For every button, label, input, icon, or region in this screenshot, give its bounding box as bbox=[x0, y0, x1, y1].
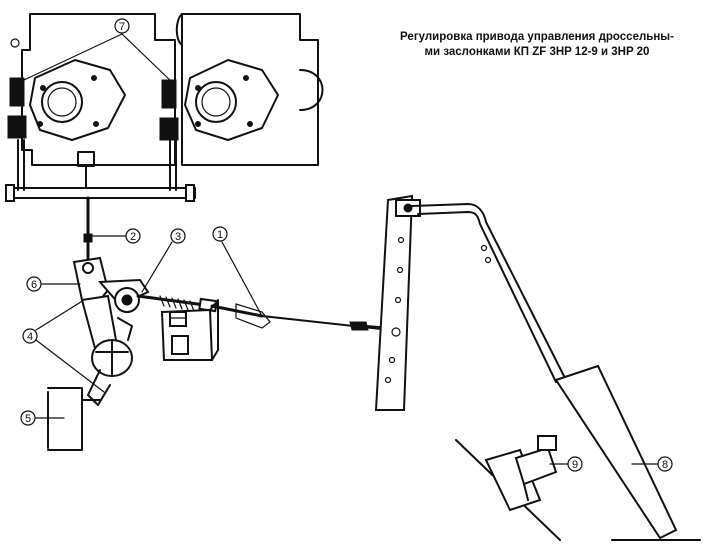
callout-5-label: 5 bbox=[25, 413, 31, 425]
callout-3-label: 3 bbox=[175, 231, 181, 243]
connecting-rod bbox=[83, 196, 93, 264]
callout-8: 8 bbox=[631, 456, 673, 472]
callout-3: 3 bbox=[141, 228, 186, 293]
throttle-cable bbox=[210, 303, 393, 331]
throttle-cable-adjuster bbox=[136, 294, 218, 313]
accelerator-pedal-arm bbox=[411, 203, 678, 540]
diagram-caption: Регулировка привода управления дроссельн… bbox=[372, 30, 702, 60]
callout-7: 7 bbox=[23, 18, 175, 85]
callout-8-label: 8 bbox=[662, 459, 668, 471]
callout-1: 1 bbox=[212, 226, 263, 317]
callout-6: 6 bbox=[26, 276, 81, 292]
cross-shaft bbox=[5, 151, 196, 202]
pedal-hanger bbox=[374, 194, 421, 411]
callout-9: 9 bbox=[549, 456, 583, 472]
carburettor-left bbox=[7, 13, 176, 191]
caption-line-1: Регулировка привода управления дроссельн… bbox=[400, 31, 674, 43]
gearbox-lever bbox=[47, 387, 101, 451]
callout-5: 5 bbox=[20, 410, 65, 426]
callout-7-label: 7 bbox=[119, 21, 125, 33]
callout-6-label: 6 bbox=[31, 279, 37, 291]
cable-bracket bbox=[160, 299, 219, 361]
kickdown-switch bbox=[514, 435, 558, 501]
callout-1-label: 1 bbox=[217, 229, 223, 241]
caption-line-2: ми заслонками КП ZF 3HP 12-9 и 3HP 20 bbox=[424, 46, 650, 58]
callout-9-label: 9 bbox=[572, 459, 578, 471]
bell-crank-lever bbox=[72, 256, 150, 406]
callout-2-label: 2 bbox=[130, 231, 136, 243]
callout-4: 4 bbox=[22, 299, 105, 393]
carburettor-right bbox=[159, 13, 324, 191]
callout-4-label: 4 bbox=[27, 331, 33, 343]
callout-2: 2 bbox=[89, 228, 141, 244]
